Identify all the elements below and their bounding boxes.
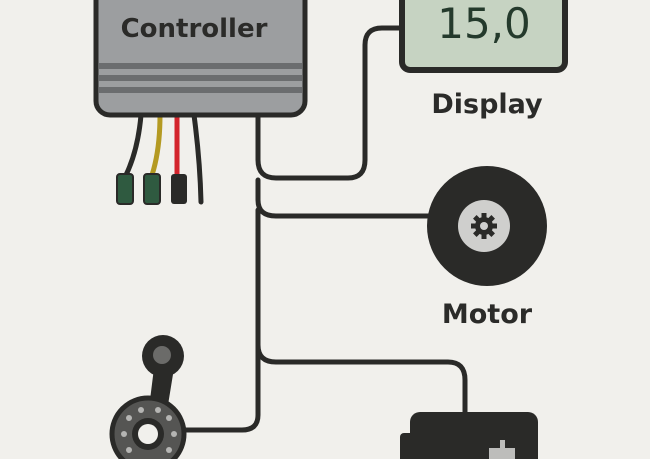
wire-dark: [191, 112, 204, 205]
controller-box: [93, 0, 308, 118]
connector-green: [116, 173, 134, 205]
cable-to-motor: [255, 177, 433, 219]
display-label: Display: [431, 89, 543, 120]
cable-to-throttle: [179, 337, 261, 433]
motor-label: Motor: [442, 299, 533, 330]
gear-icon: [471, 213, 497, 239]
stripe: [99, 63, 302, 69]
loose-wires: [123, 112, 204, 205]
cables: [179, 25, 468, 433]
display-reading: 15,0: [437, 0, 531, 48]
display: 15,0 Display: [399, 0, 568, 120]
cable-to-display: [255, 25, 405, 181]
battery-icon: [400, 412, 538, 459]
throttle-icon: [109, 335, 187, 459]
controller-label: Controller: [121, 14, 268, 44]
wire-yellow: [149, 112, 163, 178]
display-screen: [399, 0, 568, 73]
connector-black: [171, 174, 187, 204]
stripe: [99, 87, 302, 93]
connector-green: [143, 173, 161, 205]
wire-black: [123, 112, 144, 178]
stripe: [99, 75, 302, 81]
controller: Controller: [93, 0, 308, 118]
motor: Motor: [427, 166, 547, 330]
